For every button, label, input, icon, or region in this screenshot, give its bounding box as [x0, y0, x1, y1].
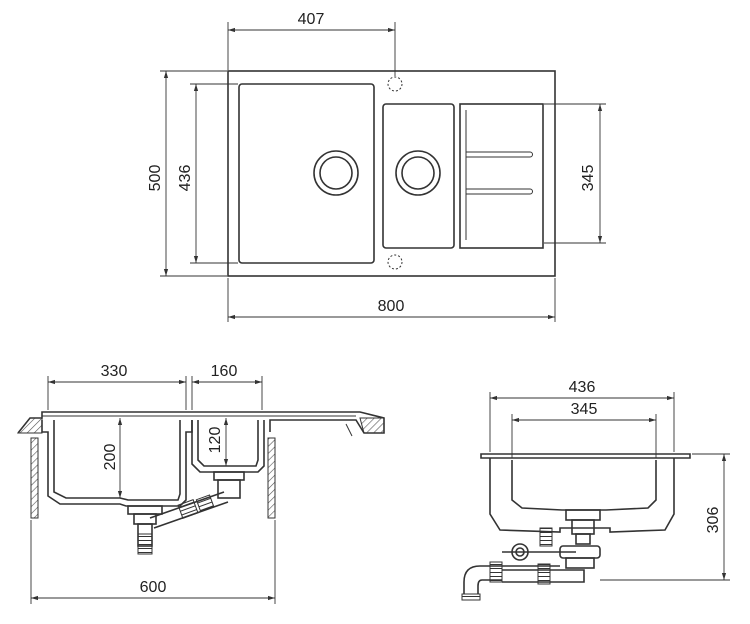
large-bowl-drain [313, 150, 359, 196]
dim-500: 500 [147, 165, 164, 192]
dim-160: 160 [211, 363, 238, 380]
cabinet-wall-right [267, 437, 276, 519]
sink-outline [227, 70, 556, 277]
small-bowl [382, 103, 455, 249]
waste-pipe [463, 565, 502, 594]
small-bowl-drain [395, 150, 441, 196]
dim-345-side: 345 [571, 401, 598, 418]
dim-800: 800 [378, 298, 405, 315]
dim-306: 306 [705, 507, 722, 534]
sink-rim-side [480, 453, 691, 459]
side-bowl-inner [511, 460, 657, 511]
dim-120: 120 [207, 427, 224, 454]
tap-hole-icon [387, 254, 403, 270]
large-bowl-profile [41, 420, 193, 507]
dim-600: 600 [140, 579, 167, 596]
top-view: 407 800 500 436 345 [147, 11, 606, 322]
dim-200: 200 [102, 444, 119, 471]
tap-hole-icon [387, 76, 403, 92]
dim-407: 407 [298, 11, 325, 28]
dim-330: 330 [101, 363, 128, 380]
drainer-area [459, 103, 544, 249]
trap-stripes [137, 533, 153, 555]
side-section: 436 345 306 [461, 379, 730, 601]
dim-436-side: 436 [569, 379, 596, 396]
side-bowl-outer [489, 458, 675, 533]
cabinet-wall-left [30, 437, 39, 519]
dim-436-top: 436 [177, 165, 194, 192]
sink-rim-front [17, 411, 385, 434]
dim-345-top: 345 [580, 165, 597, 192]
front-section: 330 160 200 120 600 [16, 363, 385, 604]
large-bowl [238, 83, 375, 264]
